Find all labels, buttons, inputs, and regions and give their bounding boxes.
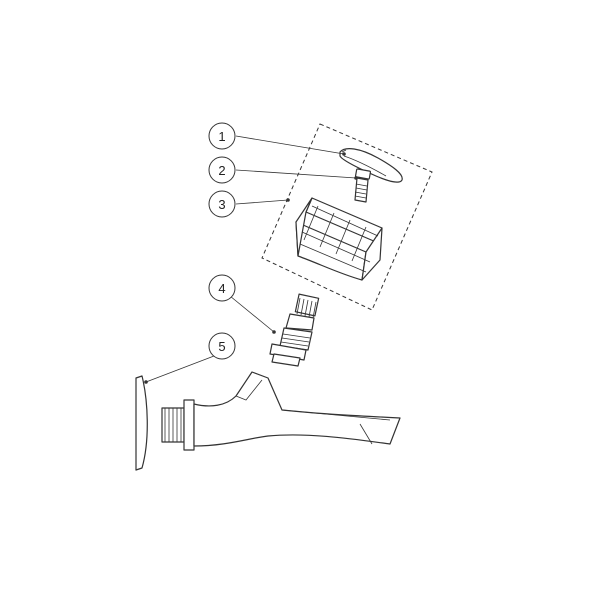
leader-2 <box>235 169 357 179</box>
leader-2-dot <box>354 176 358 180</box>
callout-3-label: 3 <box>218 197 225 212</box>
screw-part <box>354 168 372 203</box>
handle-block-part <box>295 197 383 281</box>
spout-body-part <box>135 371 401 471</box>
leader-3-dot <box>286 198 290 202</box>
leader-1-dot <box>342 152 346 156</box>
callout-5: 5 <box>208 332 236 360</box>
handle-assembly-boundary <box>261 123 433 311</box>
leader-4-dot <box>272 330 276 334</box>
leader-3 <box>235 199 289 205</box>
cap-part <box>339 148 403 183</box>
callout-2-label: 2 <box>218 163 225 178</box>
cartridge-part <box>269 293 320 367</box>
callout-1-label: 1 <box>218 129 225 144</box>
callout-4: 4 <box>208 274 236 302</box>
callout-5-label: 5 <box>218 339 225 354</box>
callout-1: 1 <box>208 122 236 150</box>
callout-4-label: 4 <box>218 281 225 296</box>
leader-4 <box>229 295 275 333</box>
leader-5 <box>145 355 215 383</box>
callout-2: 2 <box>208 156 236 184</box>
callout-3: 3 <box>208 190 236 218</box>
leader-5-dot <box>144 380 148 384</box>
leader-1 <box>235 135 345 155</box>
leader-lines <box>144 135 358 384</box>
